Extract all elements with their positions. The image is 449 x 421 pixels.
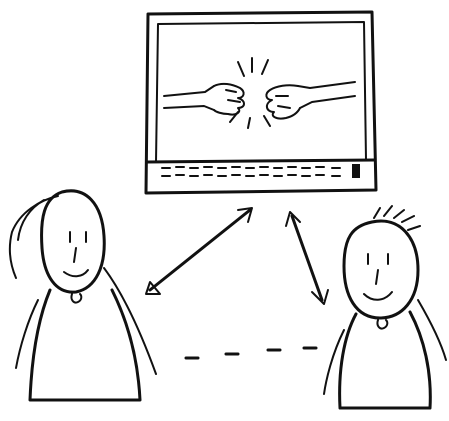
double-arrow-icon xyxy=(146,208,328,304)
dashed-connection-icon xyxy=(186,348,316,358)
person-woman-icon xyxy=(10,191,156,400)
screen-keys xyxy=(162,164,360,178)
fist-bump-icon xyxy=(164,58,355,128)
person-man-icon xyxy=(324,206,446,408)
screen-icon xyxy=(146,12,376,193)
